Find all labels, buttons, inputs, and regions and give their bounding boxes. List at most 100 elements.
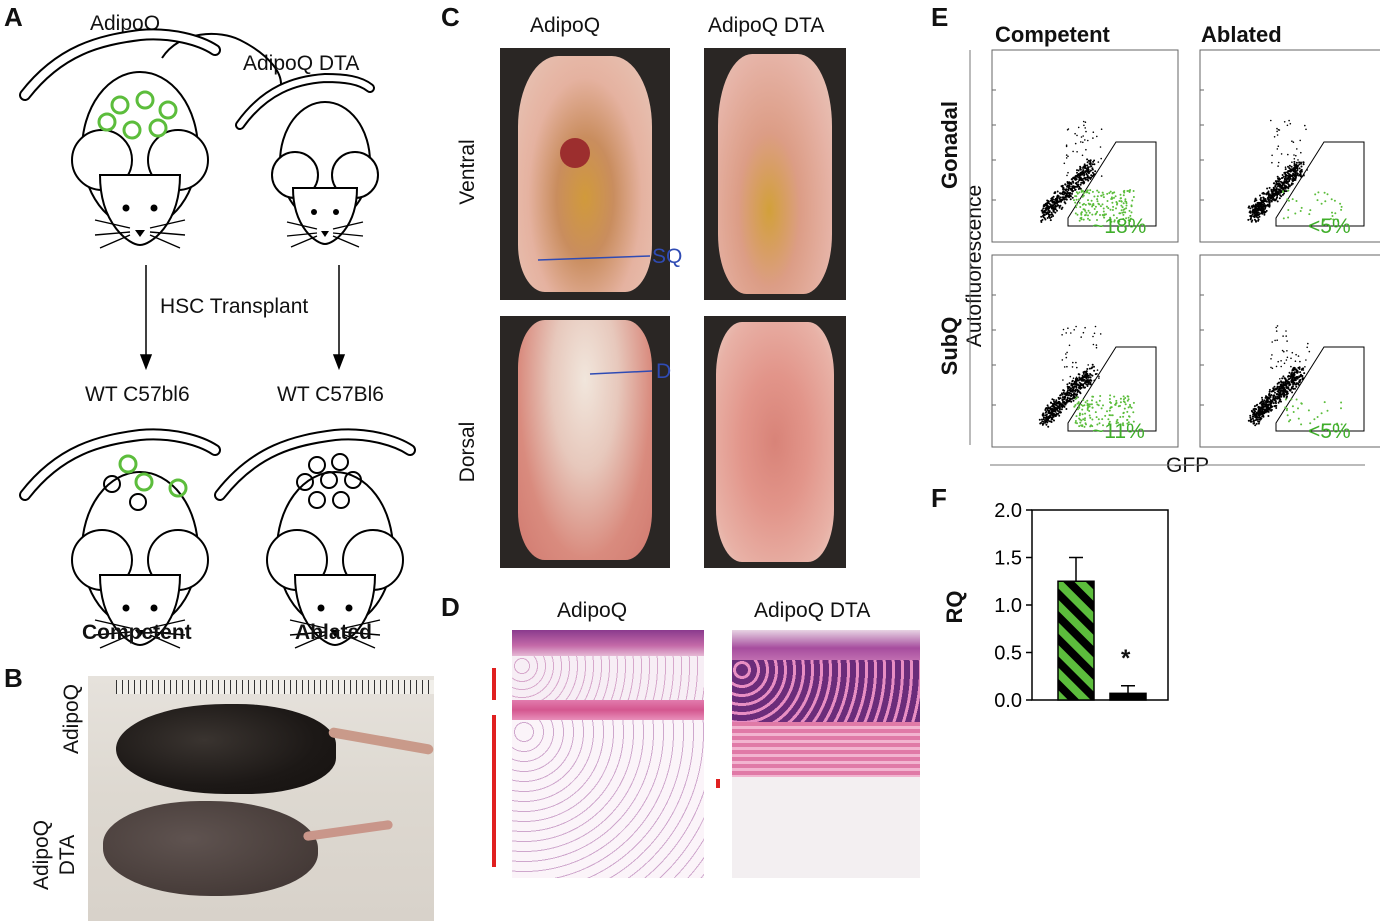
- flow-event: [1252, 210, 1255, 213]
- flow-event-gfp: [1127, 216, 1130, 219]
- flow-event: [1062, 404, 1065, 407]
- flow-event: [1063, 198, 1066, 201]
- flow-event: [1100, 128, 1103, 130]
- flow-event: [1087, 159, 1090, 162]
- flow-event-gfp: [1295, 398, 1298, 401]
- flow-event: [1079, 183, 1082, 186]
- flow-event: [1261, 408, 1264, 411]
- flow-event-gfp: [1091, 205, 1094, 208]
- flow-event-gfp: [1109, 401, 1112, 404]
- flow-event: [1308, 350, 1311, 353]
- flow-event-gfp: [1078, 402, 1081, 405]
- flow-event: [1053, 201, 1056, 203]
- flow-event-gfp: [1095, 212, 1098, 215]
- flow-event: [1288, 119, 1290, 122]
- flow-event: [1066, 385, 1069, 388]
- flow-event: [1086, 164, 1089, 167]
- flow-event-gfp: [1101, 203, 1104, 206]
- flow-event-gfp: [1119, 197, 1122, 200]
- flow-event: [1295, 369, 1298, 372]
- flow-event: [1286, 392, 1289, 395]
- flow-event-gfp: [1087, 202, 1090, 205]
- flow-event: [1091, 175, 1094, 178]
- flow-event-gfp: [1088, 410, 1091, 412]
- flow-event: [1278, 177, 1281, 180]
- flow-gate: [1067, 141, 1157, 227]
- flow-event: [1287, 186, 1289, 189]
- flow-event: [1091, 366, 1094, 369]
- flow-event-gfp: [1075, 198, 1078, 201]
- flow-event: [1296, 166, 1299, 169]
- flow-event: [1268, 401, 1270, 403]
- flow-event: [1283, 121, 1286, 123]
- flow-event: [1075, 393, 1078, 396]
- flow-event: [1267, 198, 1270, 201]
- flow-event: [1065, 188, 1068, 191]
- flow-event: [1258, 202, 1261, 205]
- flow-event-gfp: [1122, 213, 1125, 216]
- flow-event: [1061, 198, 1064, 201]
- flow-event-gfp: [1119, 401, 1122, 404]
- flow-event: [1273, 394, 1276, 397]
- flow-event: [1084, 326, 1086, 329]
- flow-event-gfp: [1332, 218, 1335, 221]
- flow-event: [1099, 333, 1102, 335]
- flow-event-gfp: [1126, 419, 1129, 421]
- flow-event: [1065, 154, 1068, 156]
- flow-event-gfp: [1340, 407, 1342, 410]
- flow-event: [1274, 180, 1277, 183]
- flow-event: [1258, 412, 1261, 415]
- flow-event-gfp: [1075, 191, 1078, 194]
- flow-event: [1284, 381, 1287, 384]
- flow-event: [1291, 371, 1293, 374]
- flow-event: [1294, 378, 1297, 381]
- flow-event-gfp: [1076, 396, 1079, 399]
- flow-event: [1283, 350, 1285, 353]
- flow-event: [1097, 161, 1100, 163]
- flow-event-gfp: [1091, 395, 1094, 398]
- flow-event-gfp: [1129, 403, 1131, 406]
- flow-event: [1292, 170, 1295, 173]
- flow-event-gfp: [1127, 406, 1130, 409]
- flow-plot-frame: [991, 49, 1179, 243]
- flow-event-gfp: [1079, 206, 1082, 208]
- flow-event: [1086, 168, 1089, 171]
- flow-event: [1274, 391, 1276, 394]
- flow-event: [1082, 376, 1084, 379]
- flow-event-gfp: [1078, 191, 1081, 194]
- flow-event: [1072, 394, 1075, 397]
- flow-event: [1075, 376, 1078, 379]
- flow-event-gfp: [1129, 405, 1132, 408]
- flow-event: [1293, 160, 1296, 163]
- flow-event: [1054, 410, 1057, 413]
- flow-event: [1052, 198, 1055, 201]
- flow-event: [1054, 211, 1057, 214]
- scale-bar-dta: [716, 779, 720, 788]
- flow-event-gfp: [1282, 217, 1285, 220]
- flow-event: [1042, 414, 1045, 417]
- flow-event-gfp: [1122, 211, 1125, 214]
- black-mouse: [116, 704, 336, 794]
- flow-event: [1059, 196, 1062, 199]
- flow-event-gfp: [1084, 412, 1087, 415]
- flow-event: [1290, 357, 1292, 360]
- flow-event: [1275, 404, 1278, 407]
- flow-plot-frame: [991, 254, 1179, 448]
- flow-event: [1298, 174, 1300, 177]
- panel-label-c: C: [441, 2, 460, 32]
- flow-event: [1278, 129, 1281, 131]
- flow-event-gfp: [1127, 421, 1130, 424]
- flow-event: [1284, 389, 1287, 392]
- flow-event-gfp: [1099, 395, 1102, 397]
- flow-event-gfp: [1073, 199, 1075, 202]
- y-tick-label: 1.0: [994, 595, 1022, 617]
- flow-event: [1073, 329, 1075, 331]
- flow-event: [1071, 178, 1074, 181]
- flow-event-gfp: [1094, 205, 1097, 208]
- flow-event: [1286, 124, 1289, 127]
- d-col-right-label: AdipoQ DTA: [754, 599, 871, 622]
- flow-event: [1283, 184, 1286, 187]
- flow-event: [1270, 366, 1272, 369]
- flow-event: [1041, 420, 1044, 423]
- flow-event-gfp: [1314, 193, 1317, 196]
